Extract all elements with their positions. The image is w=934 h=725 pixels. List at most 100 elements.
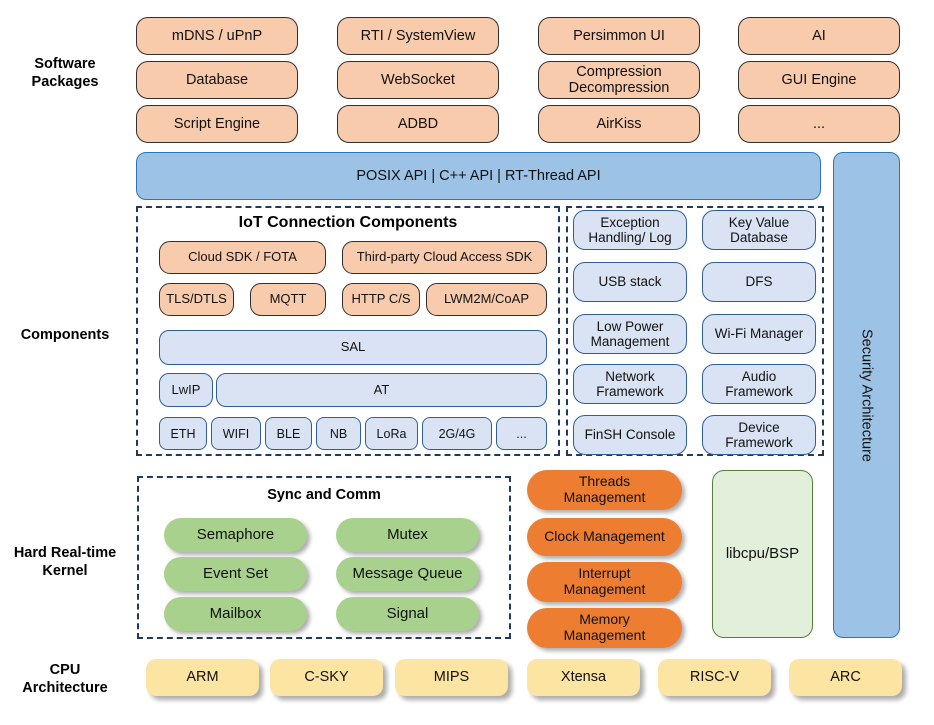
package-ai[interactable]: AI	[738, 17, 900, 55]
component-usb-stack[interactable]: USB stack	[573, 262, 687, 302]
iot-sal[interactable]: SAL	[159, 330, 547, 365]
kernel-box-label: Mailbox	[209, 604, 262, 622]
package-more[interactable]: ...	[738, 105, 900, 143]
kernel-box-label-line1: Threads	[578, 473, 631, 490]
package-adbd[interactable]: ADBD	[337, 105, 499, 143]
component-low-power-management[interactable]: Low Power Management	[573, 314, 687, 354]
kernel-box-label: Event Set	[202, 564, 269, 582]
package-label: ADBD	[397, 115, 439, 132]
kernel-box-label-line1: Memory	[579, 611, 630, 628]
kernel-signal[interactable]: Signal	[336, 597, 479, 631]
kernel-memory-management[interactable]: Memory Management	[527, 608, 682, 648]
iot-box-label: Third-party Cloud Access SDK	[356, 249, 533, 265]
kernel-event-set[interactable]: Event Set	[164, 557, 307, 591]
iot-lwm2m-coap[interactable]: LWM2M/CoAP	[426, 283, 547, 316]
package-airkiss[interactable]: AirKiss	[538, 105, 700, 143]
component-wifi-manager[interactable]: Wi-Fi Manager	[702, 314, 816, 354]
package-websocket[interactable]: WebSocket	[337, 61, 499, 99]
kernel-box-label: Signal	[386, 604, 429, 622]
kernel-mutex[interactable]: Mutex	[336, 518, 479, 552]
component-label: Wi-Fi Manager	[714, 326, 804, 342]
component-label: DFS	[745, 274, 773, 290]
component-audio-framework[interactable]: Audio Framework	[702, 364, 816, 404]
iot-2g-4g[interactable]: 2G/4G	[422, 417, 492, 450]
package-label: RTI / SystemView	[360, 27, 476, 44]
package-database[interactable]: Database	[136, 61, 298, 99]
row-label-cpu-line2: Architecture	[22, 680, 108, 696]
package-mdns-upnp[interactable]: mDNS / uPnP	[136, 17, 298, 55]
security-architecture-bar[interactable]: Security Architecture	[833, 152, 900, 638]
security-architecture-label: Security Architecture	[858, 328, 875, 462]
cpu-arch-arc[interactable]: ARC	[789, 659, 902, 696]
component-label-line2: Handling/ Log	[588, 230, 672, 245]
row-label-kernel-line2: Kernel	[42, 563, 88, 579]
package-label: mDNS / uPnP	[171, 27, 263, 44]
component-label-line2: Framework	[725, 435, 793, 450]
kernel-interrupt-management[interactable]: Interrupt Management	[527, 562, 682, 602]
iot-wifi[interactable]: WIFI	[211, 417, 261, 450]
iot-ble[interactable]: BLE	[265, 417, 312, 450]
sync-and-comm-title: Sync and Comm	[137, 487, 511, 505]
iot-box-label: TLS/DTLS	[166, 291, 227, 307]
iot-more[interactable]: ...	[496, 417, 547, 450]
component-label-line1: Exception	[600, 214, 660, 230]
package-rti-systemview[interactable]: RTI / SystemView	[337, 17, 499, 55]
row-label-software-packages: Software Packages	[0, 48, 130, 98]
component-label-line1: Network	[605, 368, 655, 384]
cpu-arch-label: Xtensa	[560, 669, 607, 686]
component-label-line1: Audio	[741, 368, 777, 384]
libcpu-bsp-box[interactable]: libcpu/BSP	[712, 470, 813, 638]
kernel-mailbox[interactable]: Mailbox	[164, 597, 307, 631]
cpu-arch-mips[interactable]: MIPS	[395, 659, 508, 696]
kernel-message-queue[interactable]: Message Queue	[336, 557, 479, 591]
api-layer-bar[interactable]: POSIX API | C++ API | RT-Thread API	[136, 152, 821, 200]
kernel-box-label: Semaphore	[196, 525, 275, 543]
kernel-box-label: Message Queue	[352, 564, 463, 582]
cpu-arch-label: C-SKY	[304, 669, 349, 686]
iot-box-label: LoRa	[376, 426, 407, 441]
cpu-arch-c-sky[interactable]: C-SKY	[270, 659, 383, 696]
iot-box-label: NB	[329, 426, 348, 441]
iot-box-label: AT	[373, 381, 390, 397]
iot-box-label: LWM2M/CoAP	[444, 291, 529, 307]
package-script-engine[interactable]: Script Engine	[136, 105, 298, 143]
row-label-kernel: Hard Real-time Kernel	[0, 538, 130, 586]
iot-cloud-sdk-fota[interactable]: Cloud SDK / FOTA	[159, 241, 326, 274]
component-network-framework[interactable]: Network Framework	[573, 364, 687, 404]
cpu-arch-xtensa[interactable]: Xtensa	[527, 659, 640, 696]
iot-third-party-cloud-access-sdk[interactable]: Third-party Cloud Access SDK	[342, 241, 547, 274]
cpu-arch-label: ARC	[830, 669, 861, 686]
sync-and-comm-group	[137, 476, 511, 639]
package-label: AI	[812, 27, 826, 44]
row-label-components-text: Components	[20, 326, 110, 343]
component-exception-handling-log[interactable]: Exception Handling/ Log	[573, 210, 687, 250]
iot-http-cs[interactable]: HTTP C/S	[342, 283, 420, 316]
kernel-semaphore[interactable]: Semaphore	[164, 518, 307, 552]
component-label-line1: Device	[738, 419, 780, 435]
kernel-clock-management[interactable]: Clock Management	[527, 518, 682, 556]
cpu-arch-arm[interactable]: ARM	[146, 659, 259, 696]
iot-box-label: BLE	[276, 426, 301, 441]
package-gui-engine[interactable]: GUI Engine	[738, 61, 900, 99]
component-device-framework[interactable]: Device Framework	[702, 415, 816, 455]
component-label: USB stack	[598, 274, 662, 290]
iot-at[interactable]: AT	[216, 373, 547, 407]
component-finsh-console[interactable]: FinSH Console	[573, 415, 687, 455]
iot-eth[interactable]: ETH	[159, 417, 207, 450]
cpu-arch-risc-v[interactable]: RISC-V	[658, 659, 771, 696]
kernel-threads-management[interactable]: Threads Management	[527, 470, 682, 510]
sync-and-comm-title-text: Sync and Comm	[267, 487, 381, 503]
iot-tls-dtls[interactable]: TLS/DTLS	[159, 283, 234, 316]
package-persimmon-ui[interactable]: Persimmon UI	[538, 17, 700, 55]
component-label: FinSH Console	[584, 427, 676, 443]
iot-nb[interactable]: NB	[316, 417, 361, 450]
cpu-arch-label: MIPS	[433, 669, 470, 686]
component-dfs[interactable]: DFS	[702, 262, 816, 302]
row-label-kernel-line1: Hard Real-time	[13, 544, 117, 561]
component-key-value-database[interactable]: Key Value Database	[702, 210, 816, 250]
iot-lwip[interactable]: LwIP	[159, 373, 213, 407]
iot-lora[interactable]: LoRa	[365, 417, 418, 450]
iot-mqtt[interactable]: MQTT	[250, 283, 326, 316]
package-compression-decompression[interactable]: Compression Decompression	[538, 61, 700, 99]
